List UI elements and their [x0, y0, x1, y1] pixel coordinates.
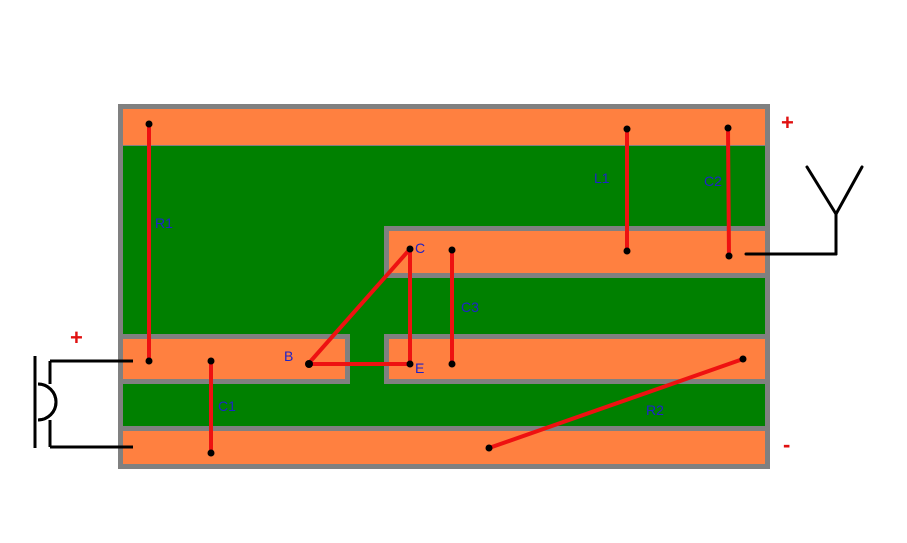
pad: [485, 444, 493, 452]
pad: [623, 125, 631, 133]
pad: [207, 357, 215, 365]
microphone-icon: [33, 356, 133, 449]
pad: [207, 449, 215, 457]
pad: [724, 124, 732, 132]
label-c3: C3: [461, 299, 479, 315]
capacitor-c2: [726, 126, 731, 258]
resistor-r2: [487, 357, 745, 450]
pad: [145, 120, 153, 128]
label-l1: L1: [594, 170, 610, 186]
trace-base: [123, 339, 345, 379]
components: [147, 122, 745, 455]
copper-traces: [118, 104, 770, 469]
pad: [145, 357, 153, 365]
label-c1: C1: [218, 398, 236, 414]
pad-collector: [406, 245, 414, 253]
pad: [725, 252, 733, 260]
trace-bottom-minus: [123, 431, 765, 464]
pad-emitter: [406, 360, 414, 368]
solder-pads: [145, 120, 747, 457]
label-r2: R2: [646, 402, 664, 418]
label-emitter: E: [415, 360, 424, 376]
trace-collector: [389, 231, 765, 273]
trace-top-plus-fill: [123, 109, 765, 145]
label-collector: C: [415, 240, 425, 256]
label-r1: R1: [155, 215, 173, 231]
transistor-base-collector: [307, 247, 412, 365]
polarity-board-plus: +: [781, 110, 794, 135]
board-substrate: [123, 109, 765, 464]
pad-base: [305, 360, 313, 368]
label-c2: C2: [704, 173, 722, 189]
polarity-mic-plus: +: [70, 325, 83, 350]
label-base: B: [284, 348, 293, 364]
pad: [739, 355, 747, 363]
pad: [623, 247, 631, 255]
polarity-board-minus: -: [783, 432, 790, 457]
antenna-icon: [744, 165, 864, 256]
pad: [448, 246, 456, 254]
pad: [448, 360, 456, 368]
